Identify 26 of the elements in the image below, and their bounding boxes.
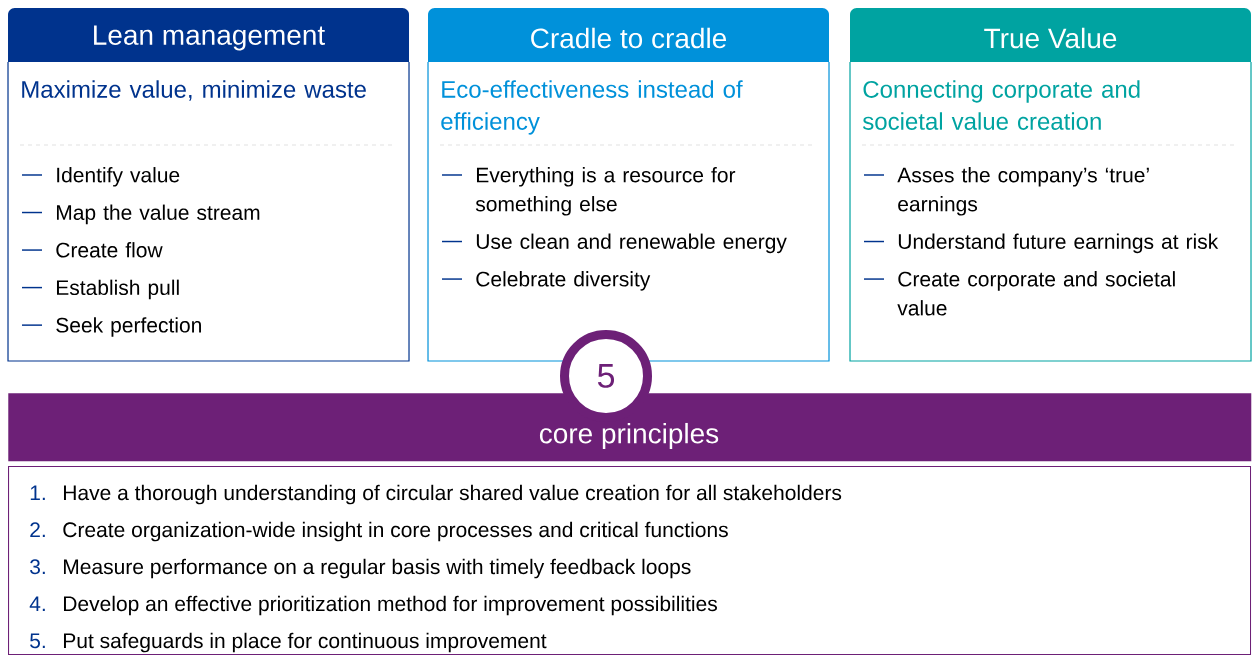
bullet-item: Map the value stream	[21, 204, 260, 225]
bullet-item: Celebrate diversity	[441, 271, 651, 291]
bullet-item: Seek perfection	[21, 317, 201, 337]
bullet-item: Establish pull	[21, 279, 179, 300]
banner: core principles	[8, 393, 1252, 462]
bullet-item: Understand future earnings at risk	[863, 233, 1219, 254]
bullet-item: Identify value	[21, 167, 180, 187]
item-number: 2.	[30, 522, 45, 537]
principle-text: Create organization-wide insight in core processes and critical functions	[63, 521, 728, 542]
principle-text: Measure performance on a regular basis with timely feedback loops	[64, 558, 691, 579]
item-number: 3.	[30, 559, 45, 575]
principle-text: Put safeguards in place for continuous improvement	[64, 632, 547, 653]
subheading: Eco-effectiveness instead of efficiency	[441, 80, 743, 135]
principle-text: Develop an effective prioritization method for improvement possibilities	[64, 595, 717, 616]
item-number: 1.	[30, 485, 45, 500]
bullet-item: Asses the company’s ‘true’ earnings	[863, 167, 1149, 216]
list-box	[8, 466, 1252, 655]
bullet-item: Everything is a resource for something else	[441, 167, 736, 216]
item-number: 4.	[29, 596, 45, 611]
subheading: Maximize value, minimize waste	[22, 80, 366, 101]
item-number: 5.	[30, 633, 45, 649]
subheading: Connecting corporate and societal value creation	[862, 80, 1140, 130]
bullet-item: Create corporate and societal value	[863, 271, 1175, 316]
bullet-item: Use clean and renewable energy	[441, 233, 787, 254]
bullet-item: Create flow	[21, 242, 163, 258]
principle-text: Have a thorough understanding of circular shared value creation for all stakeholders	[64, 484, 842, 505]
